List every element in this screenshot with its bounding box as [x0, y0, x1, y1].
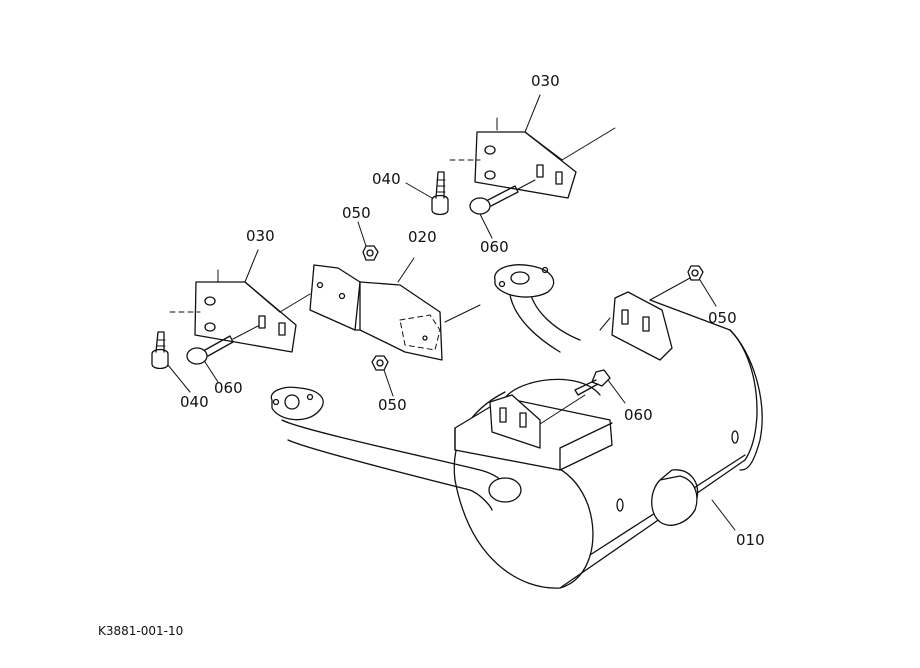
bracket-030-left: [169, 249, 311, 353]
callout-030-upper: 030: [531, 72, 560, 90]
muffler-010: [453, 299, 763, 589]
callout-010: 010: [736, 531, 765, 549]
callout-020: 020: [408, 228, 437, 246]
bolt-060-right: [574, 369, 626, 404]
callout-060-upper: 060: [480, 238, 509, 256]
callout-060-left: 060: [214, 379, 243, 397]
bolt-040-upper: [405, 171, 449, 216]
bracket-030-upper: [449, 94, 616, 199]
callout-050-right: 050: [708, 309, 737, 327]
callout-030-left: 030: [246, 227, 275, 245]
drawing-id: K3881-001-10: [98, 624, 184, 638]
bolt-040-left: [151, 331, 191, 393]
inlet-pipe-rear: [494, 264, 581, 353]
callout-050-lower: 050: [378, 396, 407, 414]
stay-020: [309, 257, 481, 361]
callout-060-right: 060: [624, 406, 653, 424]
inlet-pipe-front: [270, 386, 522, 511]
callout-050-top: 050: [342, 204, 371, 222]
nut-050-top: [357, 221, 379, 261]
bolt-060-upper: [469, 179, 536, 239]
callout-040-upper: 040: [372, 170, 401, 188]
bolt-060-left: [186, 325, 259, 383]
nut-050-right: [687, 265, 717, 307]
muffler-bracket-rear: [599, 277, 691, 361]
nut-050-lower: [371, 355, 394, 397]
muffler-bracket-front: [489, 394, 586, 449]
callout-040-left: 040: [180, 393, 209, 411]
